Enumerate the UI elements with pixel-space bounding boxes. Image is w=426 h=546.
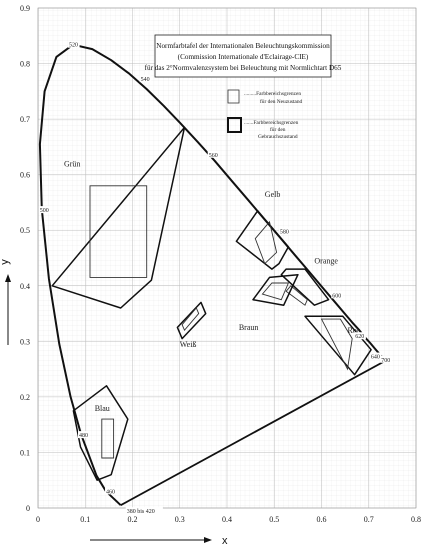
wavelength-label: 700 [381, 358, 390, 364]
wavelength-label: 500 [40, 208, 49, 214]
region-label-gelb: Gelb [265, 190, 281, 199]
y-tick-label: 0.4 [20, 282, 30, 291]
x-axis-title: x [90, 535, 228, 546]
y-axis-title: y [0, 259, 11, 345]
region-outer-braun [252, 273, 299, 306]
y-tick-label: 0 [26, 504, 30, 513]
legend-swatch-thin [227, 89, 240, 104]
wavelength-label: 460 [106, 489, 115, 495]
legend-thin-line-2: für den Neuzustand [260, 98, 303, 105]
wavelength-label: 540 [141, 77, 150, 83]
y-tick-label: 0.5 [20, 226, 30, 235]
legend-thick-line-3: Gebrauchszustand [258, 134, 298, 140]
wavelength-label-bg [207, 150, 220, 158]
region-label-wei: Weiß [180, 340, 197, 349]
region-inner-wei [181, 307, 200, 332]
spectral-locus-layer [38, 43, 387, 506]
y-tick-label: 0.6 [20, 171, 30, 180]
wavelength-label: 620 [355, 334, 364, 340]
spectral-locus-line [38, 43, 387, 506]
region-outer-orange [280, 268, 330, 306]
region-outer-gelb [235, 210, 290, 270]
legend-thin-line-1: .........Farbbereichsgrenzen [244, 91, 301, 97]
region-inner-orange [285, 285, 308, 306]
wavelength-label-bg [139, 75, 152, 83]
x-tick-label: 0.2 [128, 515, 138, 524]
region-inner-grn [89, 185, 148, 278]
legend-thick-line-2: für den [270, 126, 286, 133]
x-tick-label: 0.8 [411, 515, 421, 524]
region-label-braun: Braun [239, 323, 259, 332]
title-line-1: Normfarbtafel der Internationalen Beleuc… [156, 42, 330, 50]
wavelength-label: 580 [280, 229, 289, 235]
wavelength-label: 640 [371, 355, 380, 361]
title-box: Normfarbtafel der Internationalen Beleuc… [145, 34, 342, 78]
region-inner-gelb [254, 220, 278, 265]
wavelength-label: 380 bis 420 [127, 509, 155, 515]
legend-swatch-thick [227, 117, 242, 133]
region-outer-rot [304, 315, 372, 376]
region-label-rot: Rot [347, 326, 359, 335]
x-tick-label: 0.6 [317, 515, 327, 524]
y-axis-label: y [0, 259, 11, 265]
wavelength-label: 600 [332, 293, 341, 299]
region-label-orange: Orange [314, 257, 338, 266]
x-tick-label: 0.1 [80, 515, 90, 524]
wavelength-label-bg [331, 291, 343, 299]
x-tick-label: 0.4 [222, 515, 232, 524]
x-tick-labels: 0 0.1 0.2 0.3 0.4 0.5 0.6 0.7 0.8 [36, 515, 421, 524]
y-axis-arrow-head [5, 274, 11, 282]
region-label-blau: Blau [95, 404, 110, 413]
wavelength-label-bg [38, 206, 51, 214]
x-tick-label: 0.3 [175, 515, 185, 524]
region-outer-wei [176, 301, 207, 340]
region-inner-blau [101, 418, 115, 459]
region-inner-braun [261, 282, 290, 301]
y-tick-label: 0.3 [20, 337, 30, 346]
plot-frame [37, 7, 417, 509]
wavelength-label: 520 [69, 43, 78, 49]
legend: .........Farbbereichsgrenzen für den Neu… [227, 89, 303, 140]
y-tick-label: 0.1 [20, 448, 30, 457]
title-line-2: (Commission Internationale d'Eclairage-C… [178, 53, 309, 61]
title-line-3: für das 2°Normvalenzsystem bei Beleuchtu… [145, 64, 342, 72]
y-tick-label: 0.9 [20, 4, 30, 13]
region-outer-blau [72, 385, 129, 481]
wavelength-label-bg [369, 352, 382, 360]
y-tick-label: 0.8 [20, 60, 30, 69]
wavelength-label-bg [105, 487, 117, 495]
wavelength-label-bg [77, 431, 90, 439]
purple-line [120, 360, 386, 506]
wavelength-label-bg [354, 332, 366, 340]
x-tick-label: 0 [36, 515, 40, 524]
y-tick-label: 0.2 [20, 393, 30, 402]
wavelength-label-bg [380, 355, 392, 363]
region-label-grn: Grün [64, 159, 80, 168]
title-box-frame [154, 34, 332, 78]
region-inner-rot [320, 318, 353, 371]
wavelength-label-bg [278, 227, 291, 235]
wavelength-label-bg [125, 507, 163, 515]
y-tick-label: 0.7 [20, 115, 30, 124]
x-tick-label: 0.5 [269, 515, 279, 524]
x-tick-label: 0.7 [364, 515, 374, 524]
wavelength-label: 480 [79, 433, 88, 439]
legend-thick-line-1: .......Farbbereichsgrenzen [244, 120, 299, 126]
y-tick-labels: 0 0.1 0.2 0.3 0.4 0.5 0.6 0.7 0.8 0.9 [20, 4, 30, 513]
wavelength-label: 560 [209, 153, 218, 159]
wavelength-label-bg [67, 40, 80, 48]
x-axis-arrow-head [204, 537, 212, 543]
x-axis-label: x [222, 535, 228, 546]
region-outer-grn [51, 126, 186, 309]
